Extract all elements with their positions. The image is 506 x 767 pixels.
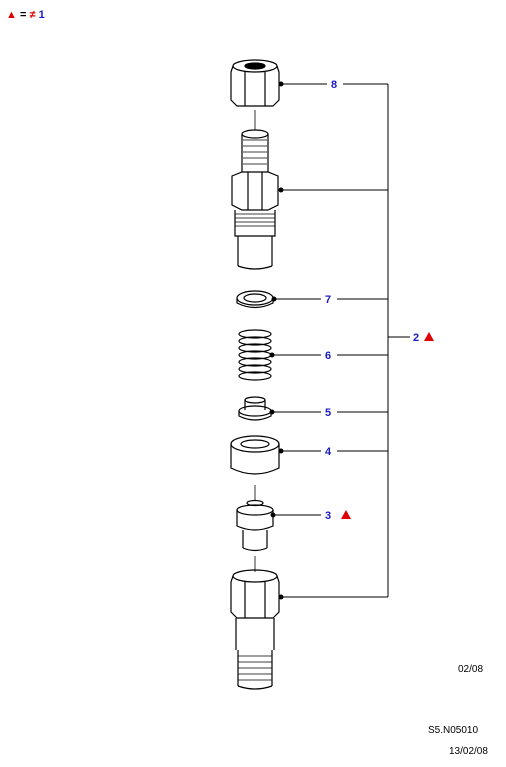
part-7-washer xyxy=(236,290,274,309)
part-3-nozzle xyxy=(236,485,274,552)
warning-triangle-icon xyxy=(341,510,351,519)
legend-not-symbol: ≠ xyxy=(29,9,36,21)
part-injector-body xyxy=(231,129,279,270)
callout-3: 3 xyxy=(325,510,331,522)
callout-2: 2 xyxy=(413,332,419,344)
warning-triangle-icon: ▲ xyxy=(6,9,17,21)
part-4-spacer xyxy=(230,435,280,475)
legend-equals: = xyxy=(19,9,27,21)
callout-5: 5 xyxy=(325,407,331,419)
drawing-code: S5.N05010 xyxy=(428,725,479,736)
part-6-spring xyxy=(238,329,272,381)
callout-7: 7 xyxy=(325,294,331,306)
part-lower-nut xyxy=(230,556,280,690)
part-5-spring-seat xyxy=(238,396,272,421)
callout-8: 8 xyxy=(331,79,337,91)
legend-ref: 1 xyxy=(38,9,45,21)
part-8-nut xyxy=(230,59,280,107)
drawing-date: 13/02/08 xyxy=(449,746,488,757)
callout-4: 4 xyxy=(325,446,332,458)
leader-lines xyxy=(269,81,410,600)
warning-triangle-icon xyxy=(424,332,434,341)
callout-6: 6 xyxy=(325,350,331,362)
legend: ▲ = ≠ 1 xyxy=(6,9,45,21)
issue-date: 02/08 xyxy=(458,664,484,675)
